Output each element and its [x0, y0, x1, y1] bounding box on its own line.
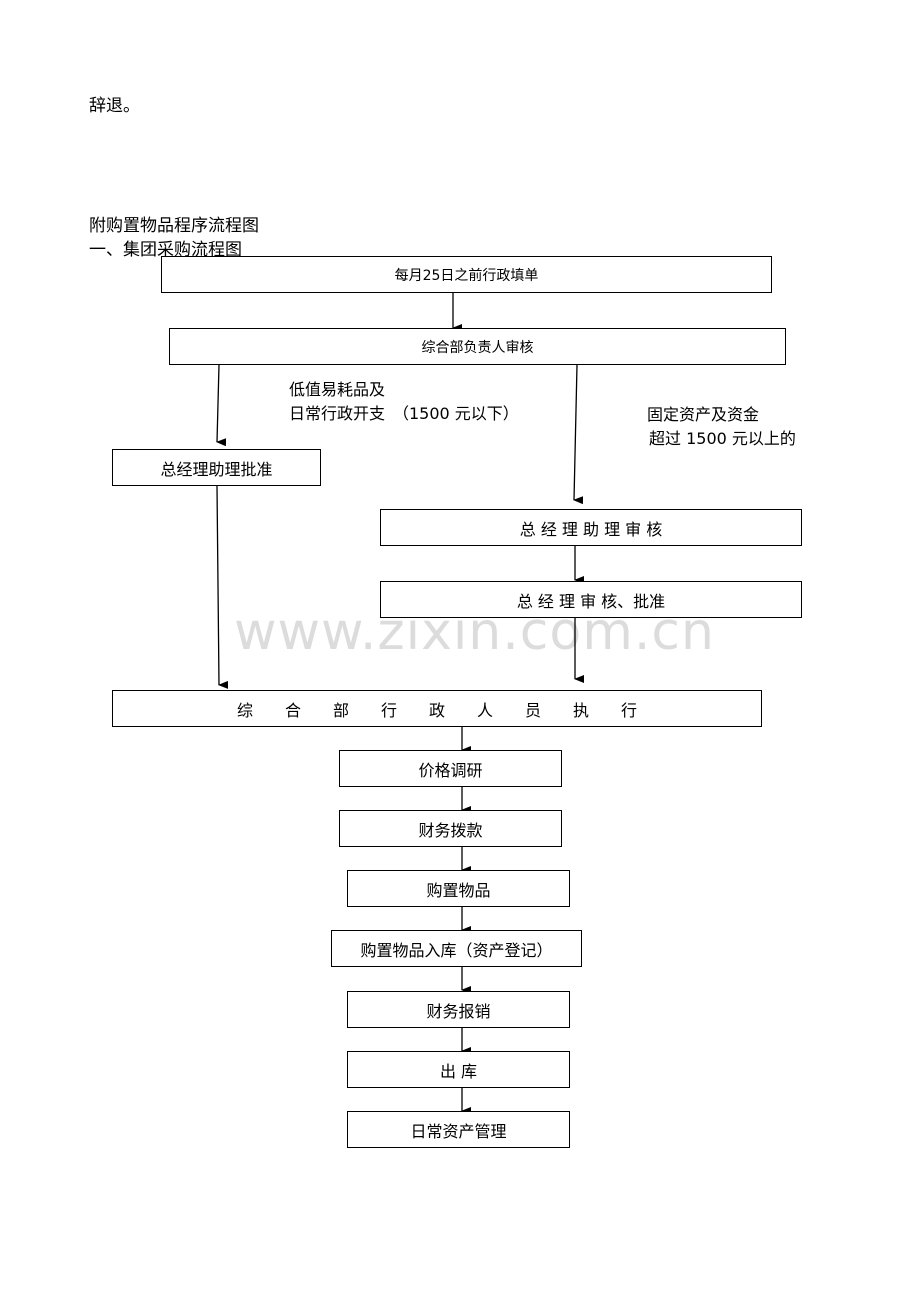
branch-label-left-2: 日常行政开支 （1500 元以下） [289, 404, 519, 423]
node-warehouse-in: 购置物品入库（资产登记） [331, 930, 582, 967]
node-finance-reimburse: 财务报销 [347, 991, 570, 1028]
arrow-approve-to-execute [216, 485, 229, 689]
arrow-review-to-gm-assistant-approve [216, 364, 227, 447]
node-purchase-items: 购置物品 [347, 870, 570, 907]
branch-label-right-1: 固定资产及资金 [647, 405, 760, 424]
node-gm-review-approve: 总 经 理 审 核、批准 [380, 581, 802, 618]
node-gm-assistant-approve: 总经理助理批准 [112, 449, 321, 486]
intro-text: 辞退。 [89, 96, 140, 116]
appendix-title: 附购置物品程序流程图 [89, 216, 259, 236]
node-fill-form: 每月25日之前行政填单 [161, 256, 772, 293]
node-admin-execute: 综 合 部 行 政 人 员 执 行 [112, 690, 762, 727]
node-warehouse-out: 出 库 [347, 1051, 570, 1088]
node-gm-assistant-review: 总 经 理 助 理 审 核 [380, 509, 802, 546]
branch-label-left-1: 低值易耗品及 [289, 380, 386, 399]
node-finance-payment: 财务拨款 [339, 810, 562, 847]
arrow-review-to-gm-assistant-review [573, 364, 584, 505]
node-daily-asset-mgmt: 日常资产管理 [347, 1111, 570, 1148]
branch-label-right-2: 超过 1500 元以上的 [649, 429, 796, 448]
section-title: 一、集团采购流程图 [89, 240, 242, 260]
node-dept-review: 综合部负责人审核 [169, 328, 786, 365]
node-price-research: 价格调研 [339, 750, 562, 787]
